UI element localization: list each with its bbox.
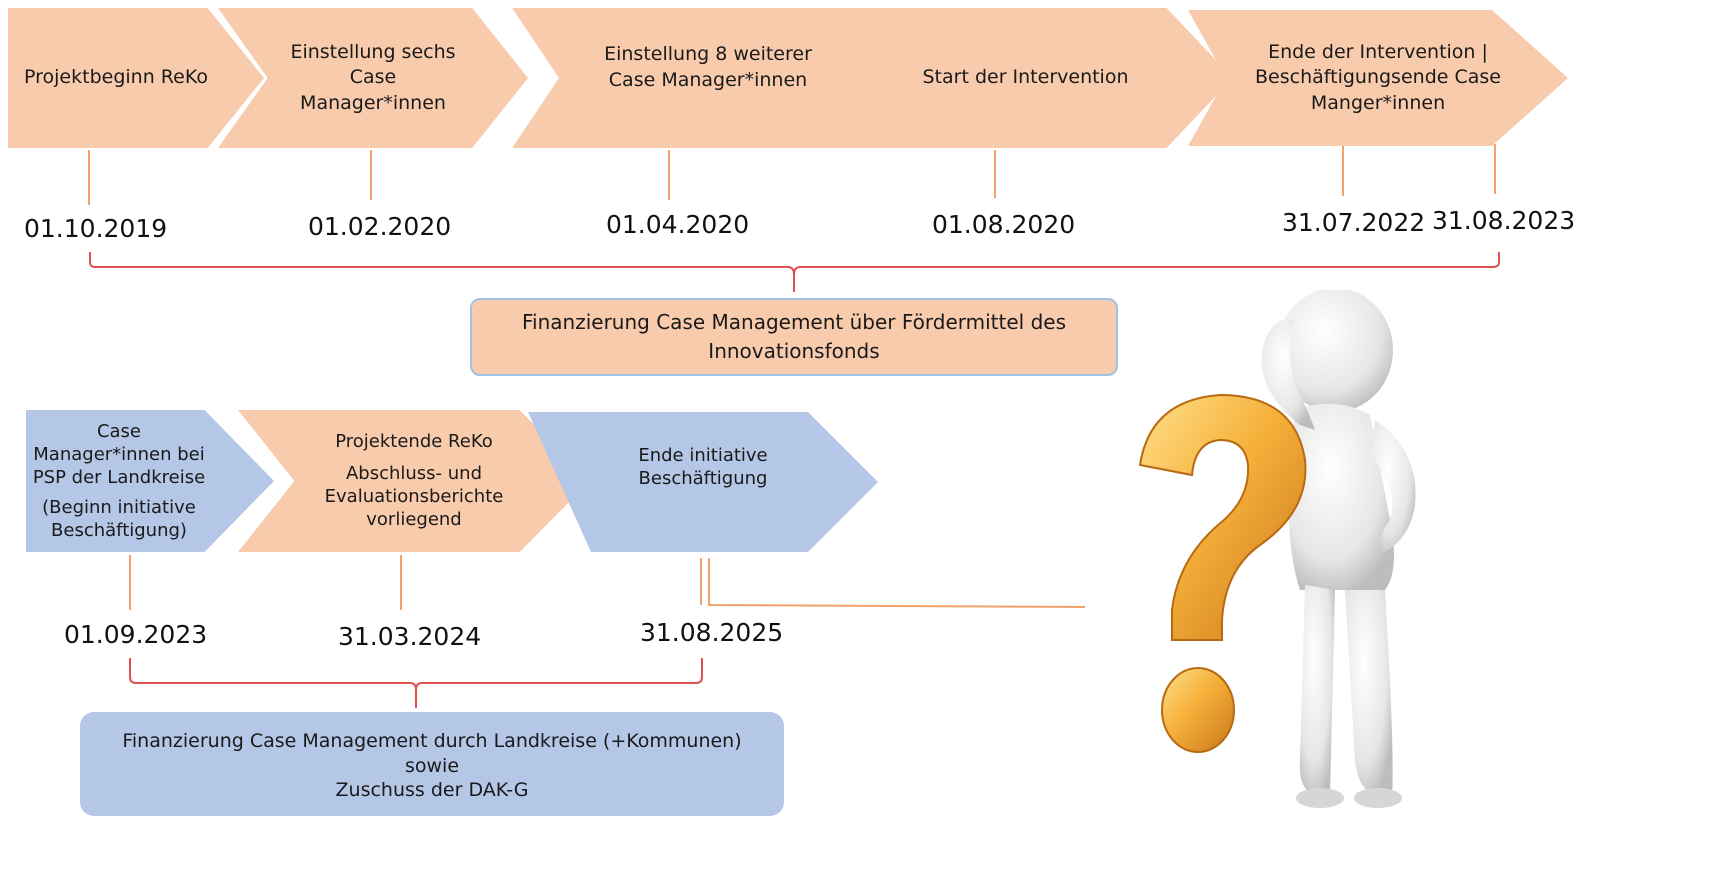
milestone-label: Projektbeginn ReKo xyxy=(24,66,208,89)
connector-line xyxy=(1494,144,1496,194)
funding-box-innovationsfonds: Finanzierung Case Management über Förder… xyxy=(470,298,1118,376)
date-label: 01.02.2020 xyxy=(308,212,452,241)
milestone-ende-intervention: Ende der Intervention | Beschäftigungsen… xyxy=(1188,10,1568,146)
milestone-einstellung-sechs: Einstellung sechs Case Manager*innen xyxy=(218,8,528,148)
date-label: 01.08.2020 xyxy=(932,210,1076,239)
milestone-projektende: Projektende ReKo Abschluss- und Evaluati… xyxy=(238,410,590,552)
date-label: 31.03.2024 xyxy=(338,622,482,651)
milestone-projektbeginn: Projektbeginn ReKo xyxy=(8,8,264,148)
connector-line xyxy=(88,150,90,205)
date-label: 01.04.2020 xyxy=(606,210,750,239)
thinking-figure-with-question-mark-icon xyxy=(1138,290,1416,808)
funding-box-landkreise: Finanzierung Case Management durch Landk… xyxy=(80,712,784,816)
milestone-start-intervention: Start der Intervention xyxy=(818,8,1233,148)
connector-line xyxy=(370,150,372,200)
connector-line xyxy=(994,150,996,198)
connector-line xyxy=(400,555,402,610)
connector-line xyxy=(129,555,131,610)
date-label: 31.08.2023 xyxy=(1432,206,1576,235)
connector-line xyxy=(1342,146,1344,196)
connector-line xyxy=(668,150,670,200)
date-label: 31.08.2025 xyxy=(640,618,784,647)
date-label: 01.10.2019 xyxy=(24,214,168,243)
date-label: 31.07.2022 xyxy=(1282,208,1426,237)
milestone-ende-initiative: Ende initiative Beschäftigung xyxy=(528,412,878,552)
date-label: 01.09.2023 xyxy=(64,620,208,649)
